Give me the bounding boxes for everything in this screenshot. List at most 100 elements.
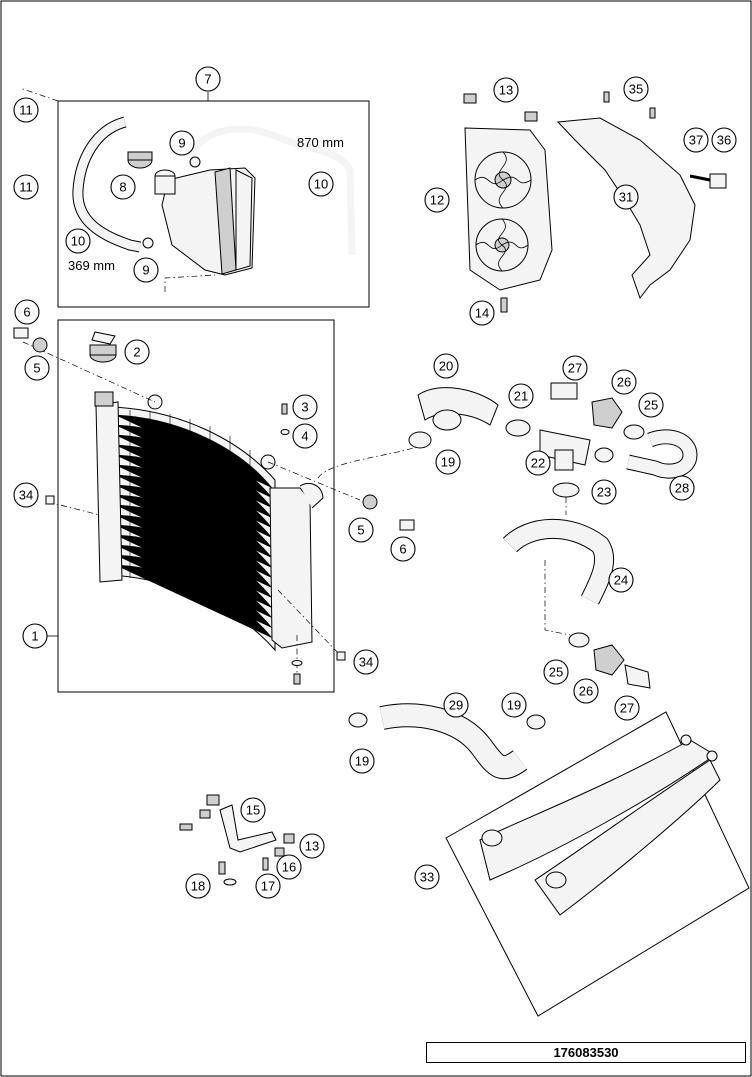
callout-36: 36 (711, 127, 737, 153)
callout-19: 19 (501, 692, 527, 718)
callout-label: 5 (33, 361, 40, 376)
callout-11: 11 (13, 174, 39, 200)
callout-1: 1 (22, 623, 48, 649)
callout-23: 23 (591, 479, 617, 505)
callout-4: 4 (292, 423, 318, 449)
callout-37: 37 (683, 127, 709, 153)
callout-label: 34 (359, 655, 373, 670)
callout-label: 31 (619, 190, 633, 205)
callout-25: 25 (543, 659, 569, 685)
callout-label: 1 (31, 629, 38, 644)
callout-5: 5 (348, 517, 374, 543)
hose-length-long: 870 mm (297, 135, 344, 150)
callout-label: 4 (301, 429, 308, 444)
callout-label: 6 (23, 305, 30, 320)
callout-label: 19 (507, 698, 521, 713)
callout-26: 26 (573, 678, 599, 704)
callout-label: 7 (204, 72, 211, 87)
radiator-box (57, 319, 335, 693)
callout-13: 13 (299, 833, 325, 859)
callout-2: 2 (124, 339, 150, 365)
callout-label: 15 (246, 803, 260, 818)
callout-19: 19 (349, 748, 375, 774)
callout-label: 5 (357, 523, 364, 538)
callout-label: 2 (133, 345, 140, 360)
callout-label: 23 (597, 485, 611, 500)
callout-label: 13 (305, 839, 319, 854)
drawing-number-box: 176083530 (426, 1042, 746, 1063)
callout-label: 26 (617, 375, 631, 390)
callout-label: 19 (441, 455, 455, 470)
callout-31: 31 (613, 184, 639, 210)
callout-34: 34 (13, 482, 39, 508)
callout-label: 27 (620, 701, 634, 716)
callout-28: 28 (669, 475, 695, 501)
callout-label: 17 (261, 879, 275, 894)
callout-label: 35 (629, 82, 643, 97)
callout-27: 27 (562, 355, 588, 381)
callout-label: 19 (355, 754, 369, 769)
callout-label: 12 (430, 193, 444, 208)
expansion-tank-group (19, 87, 370, 308)
callout-label: 20 (439, 359, 453, 374)
callout-label: 16 (282, 860, 296, 875)
callout-label: 28 (675, 481, 689, 496)
callout-label: 9 (178, 136, 185, 151)
callout-9: 9 (133, 257, 159, 283)
callout-21: 21 (508, 383, 534, 409)
guard-group (445, 711, 750, 1017)
callout-10: 10 (308, 171, 334, 197)
callout-6: 6 (14, 299, 40, 325)
callout-8: 8 (110, 174, 136, 200)
radiator-group (13, 319, 419, 693)
callout-label: 34 (19, 488, 33, 503)
callout-label: 10 (71, 234, 85, 249)
callout-label: 18 (191, 879, 205, 894)
callout-label: 36 (717, 133, 731, 148)
callout-label: 22 (531, 456, 545, 471)
callout-label: 6 (399, 542, 406, 557)
callout-label: 24 (614, 573, 628, 588)
fan-assembly-group (463, 91, 727, 313)
callout-10: 10 (65, 228, 91, 254)
callout-11: 11 (13, 97, 39, 123)
bracket-group (179, 794, 295, 886)
drawing-number: 176083530 (553, 1045, 619, 1060)
callout-5: 5 (24, 355, 50, 381)
callout-22: 22 (525, 450, 551, 476)
callout-label: 25 (549, 665, 563, 680)
callout-15: 15 (240, 797, 266, 823)
callout-24: 24 (608, 567, 634, 593)
callout-33: 33 (414, 864, 440, 890)
callout-9: 9 (169, 130, 195, 156)
callout-26: 26 (611, 369, 637, 395)
radiator-fins (114, 410, 273, 639)
callout-7: 7 (195, 66, 221, 92)
callout-label: 8 (119, 180, 126, 195)
callout-13: 13 (493, 77, 519, 103)
callout-label: 3 (301, 400, 308, 415)
callout-35: 35 (623, 76, 649, 102)
callouts: 1 2 3 4 5 5 6 6 7 8 9 9 10 10 11 11 12 1… (13, 66, 737, 899)
callout-label: 13 (499, 83, 513, 98)
callout-25: 25 (638, 392, 664, 418)
callout-6: 6 (390, 536, 416, 562)
callout-label: 33 (420, 870, 434, 885)
callout-label: 37 (689, 133, 703, 148)
hoses-group (348, 382, 698, 780)
hose-length-short: 369 mm (68, 258, 115, 273)
callout-27: 27 (614, 695, 640, 721)
callout-label: 21 (514, 389, 528, 404)
callout-14: 14 (469, 300, 495, 326)
callout-12: 12 (424, 187, 450, 213)
callout-label: 11 (19, 103, 33, 118)
callout-3: 3 (292, 394, 318, 420)
callout-34: 34 (353, 649, 379, 675)
callout-20: 20 (433, 353, 459, 379)
callout-label: 11 (19, 180, 33, 195)
callout-19: 19 (435, 449, 461, 475)
callout-label: 25 (644, 398, 658, 413)
callout-label: 27 (568, 361, 582, 376)
